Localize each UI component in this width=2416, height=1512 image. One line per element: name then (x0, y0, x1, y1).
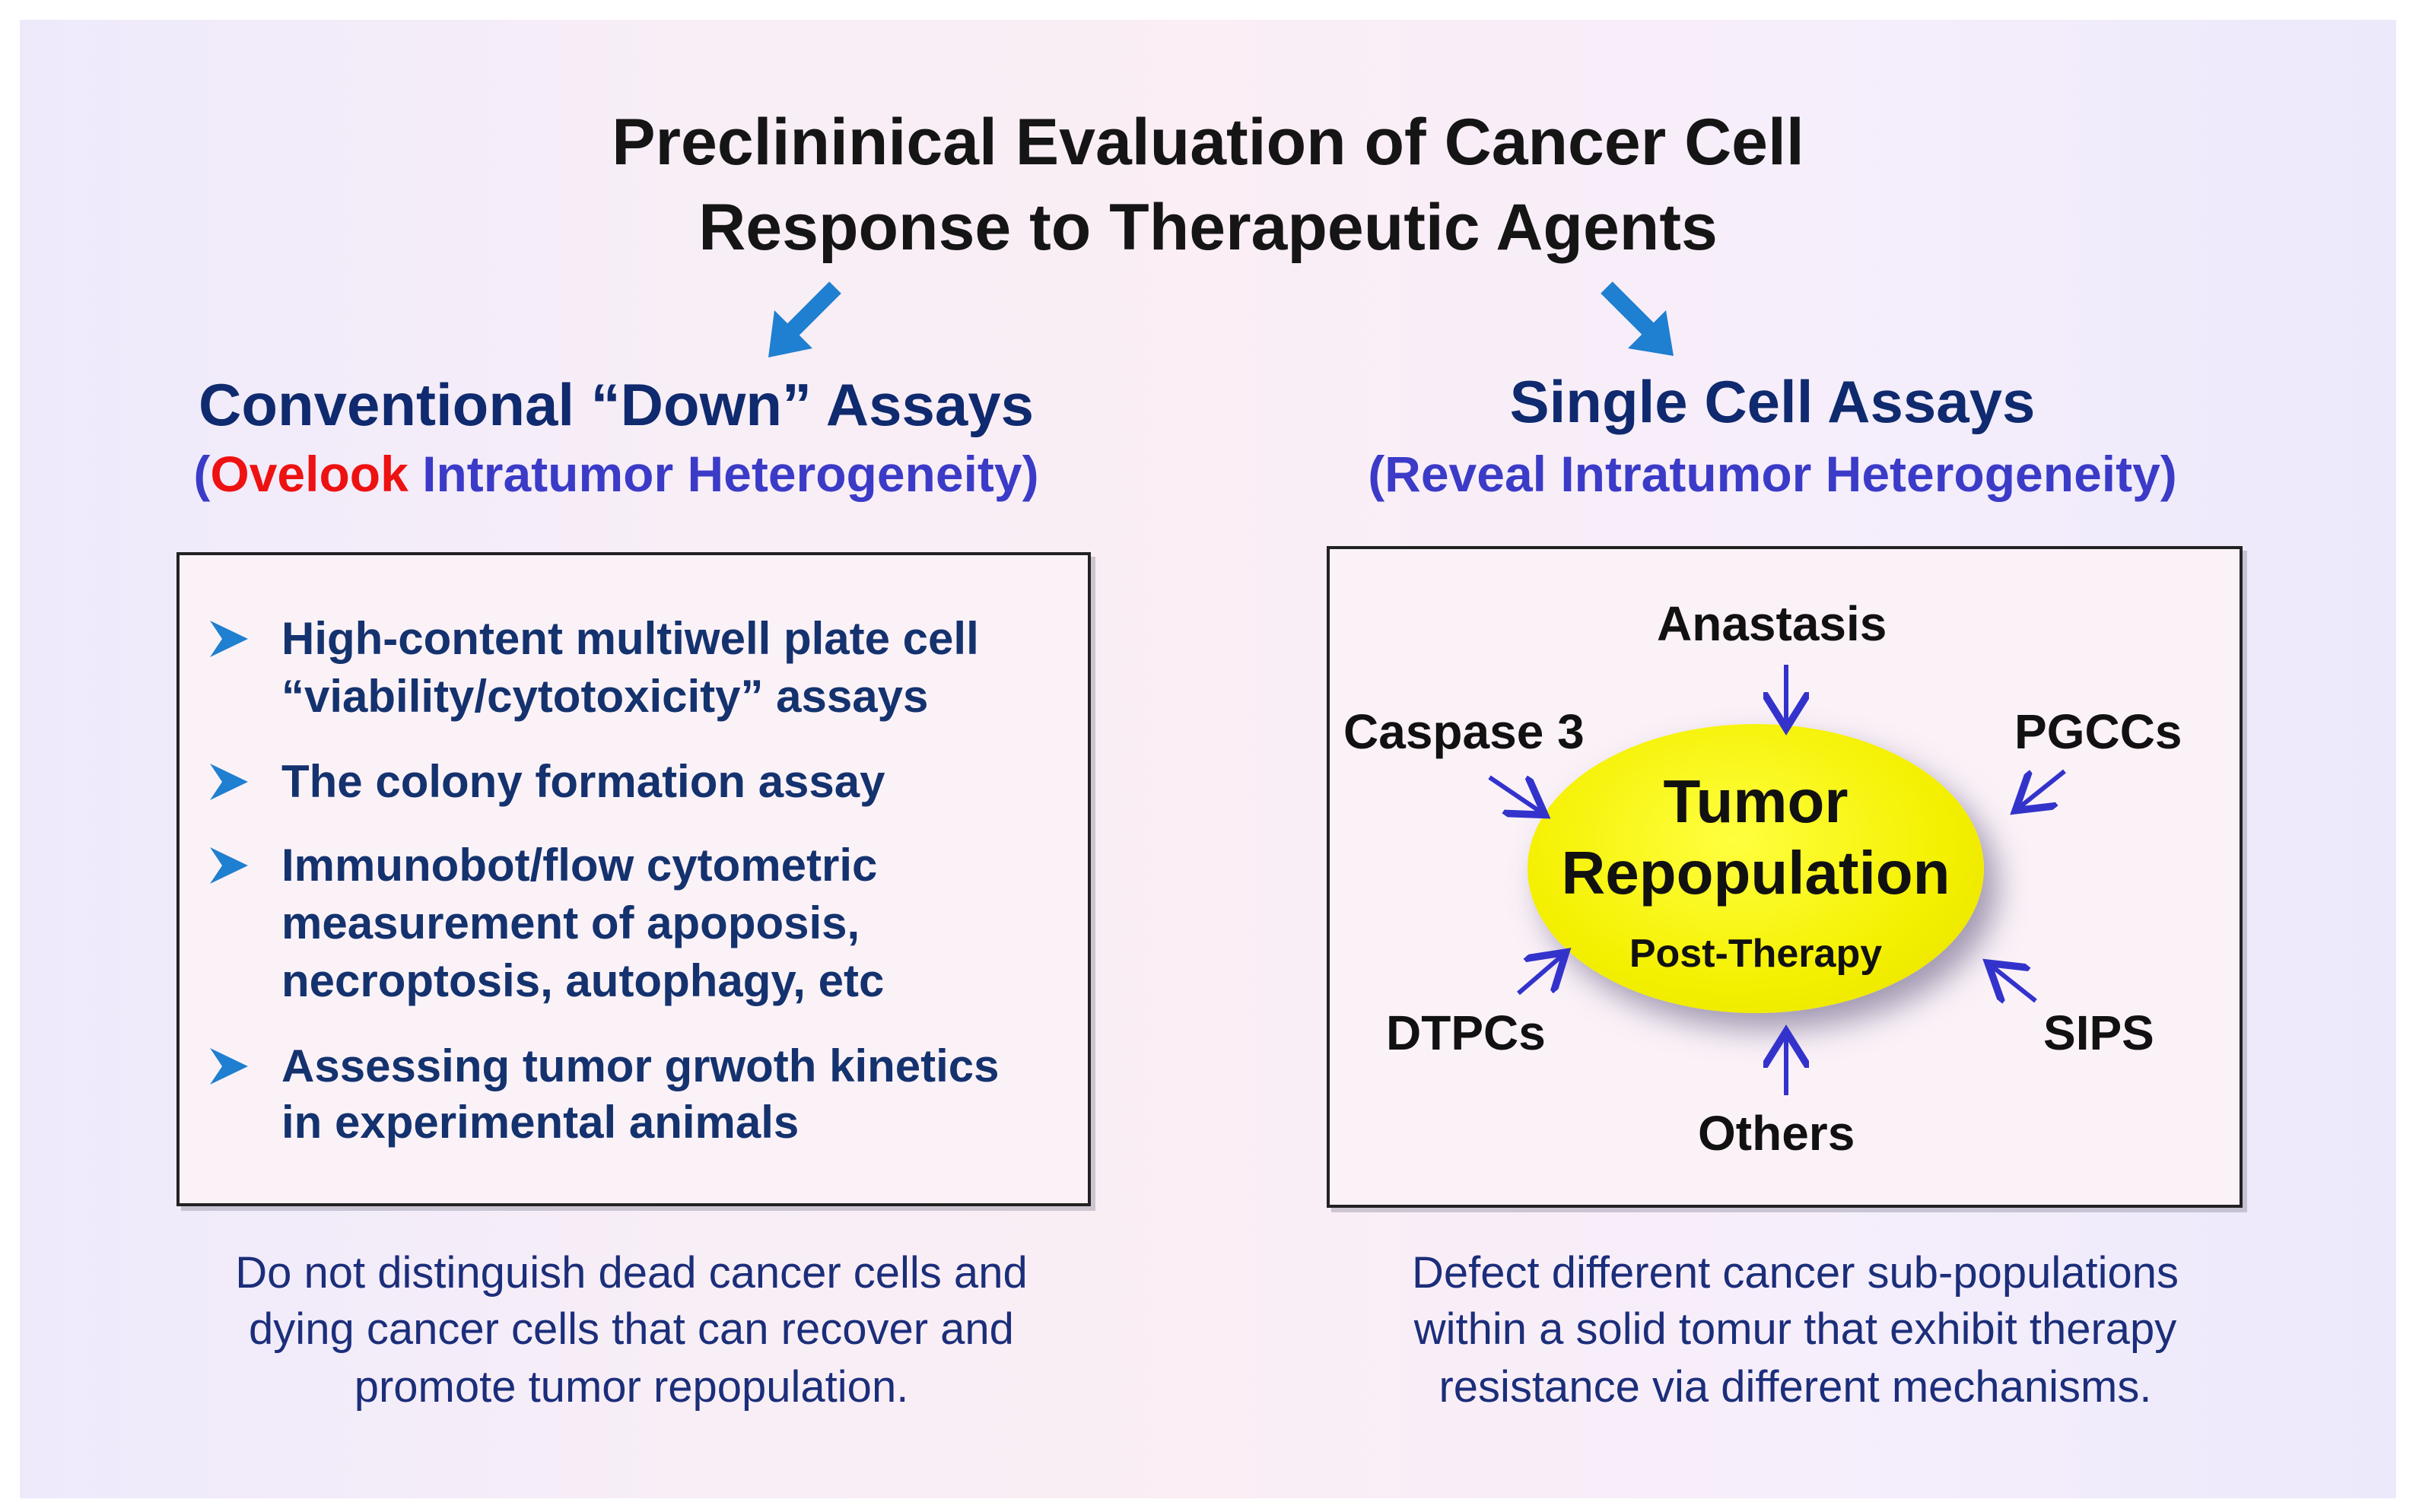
bullet-arrow-icon (210, 621, 248, 657)
left-caption-line3: promote tumor repopulation. (354, 1362, 909, 1412)
oval-subtitle: Post-Therapy (1629, 932, 1883, 976)
bullet-4-line2: in experimental animals (281, 1097, 800, 1148)
mechanism-sips: SIPS (2043, 1005, 2154, 1060)
bullet-3-line1: Immunobot/flow cytometric (281, 840, 878, 891)
oval-title-line1: Tumor (1663, 767, 1849, 835)
bullet-arrow-icon (210, 1048, 248, 1085)
left-subheading-highlight: Ovelook (210, 446, 408, 502)
bullet-arrow-icon (210, 847, 248, 884)
left-subheading: (Ovelook Intratumor Heterogeneity) (122, 441, 1111, 507)
oval-title-line2: Repopulation (1561, 839, 1950, 907)
mechanism-pgccs: PGCCs (2014, 704, 2182, 759)
left-heading: Conventional “Down” Assays (199, 371, 1034, 438)
left-caption-line1: Do not distinguish dead cancer cells and (235, 1248, 1028, 1298)
bullet-1-line2: “viability/cytotoxicity” assays (281, 671, 929, 722)
right-caption-line1: Defect different cancer sub-populations (1411, 1248, 2179, 1298)
right-subheading: (Reveal Intratumor Heterogeneity) (1368, 446, 2177, 502)
diagram-title-line2: Response to Therapeutic Agents (698, 191, 1718, 264)
mechanism-others: Others (1698, 1106, 1855, 1161)
mechanism-dtpcs: DTPCs (1386, 1005, 1546, 1060)
bullet-arrow-icon (210, 764, 248, 800)
right-caption-line2: within a solid tomur that exhibit therap… (1413, 1304, 2177, 1354)
bullet-3-line3: necroptosis, autophagy, etc (281, 955, 885, 1006)
right-caption-line3: resistance via different mechanisms. (1438, 1362, 2152, 1412)
left-subheading-rest: Intratumor Heterogeneity) (408, 446, 1039, 502)
diagram-title-line1: Preclininical Evaluation of Cancer Cell (612, 106, 1804, 179)
mechanism-caspase-3: Caspase 3 (1343, 704, 1585, 759)
left-subheading-open: ( (193, 446, 211, 502)
right-heading: Single Cell Assays (1509, 368, 2036, 435)
bullet-4-line1: Assessing tumor grwoth kinetics (281, 1040, 1000, 1091)
bullet-3-line2: measurement of apoposis, (281, 897, 860, 948)
conventional-assays-box (176, 552, 1091, 1206)
bullet-1-line1: High-content multiwell plate cell (281, 613, 979, 664)
left-caption-line2: dying cancer cells that can recover and (249, 1304, 1014, 1354)
bullet-2-line1: The colony formation assay (281, 756, 885, 807)
tumor-repopulation-oval (1527, 724, 1984, 1013)
mechanism-anastasis: Anastasis (1657, 596, 1887, 651)
